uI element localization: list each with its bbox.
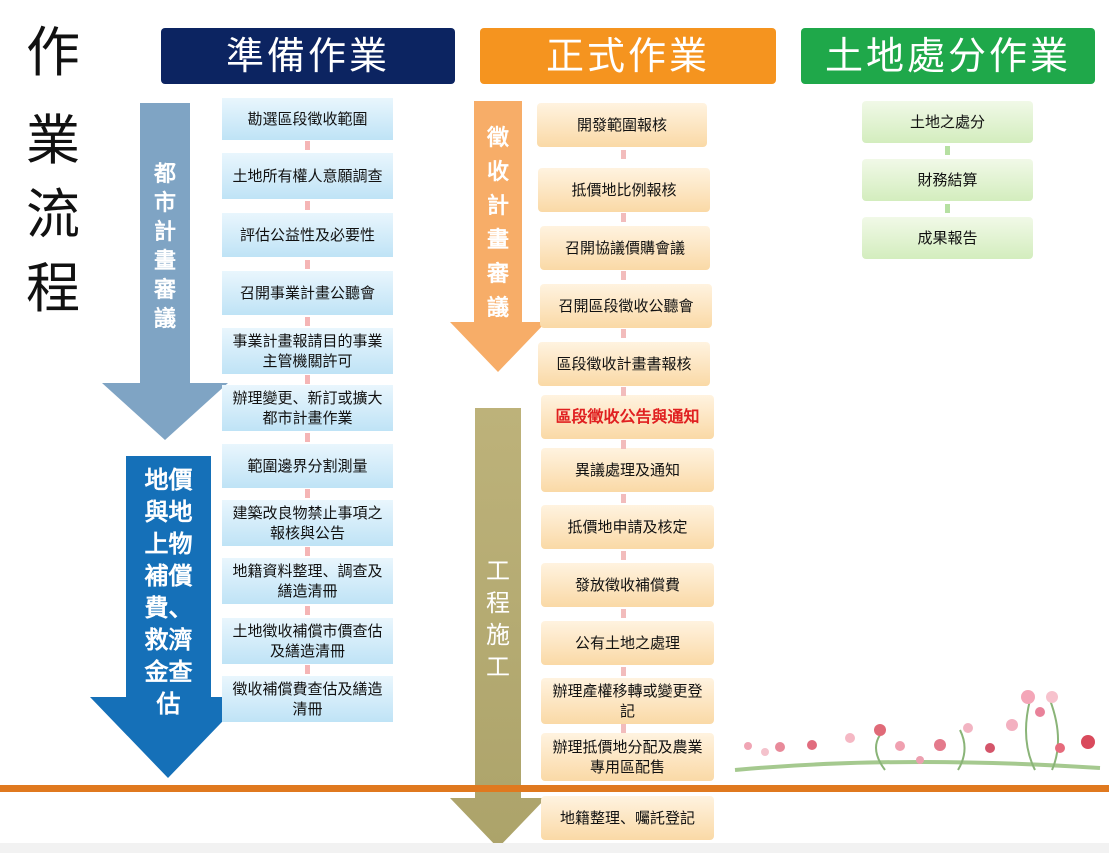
formal-step: 辦理產權移轉或變更登記 — [541, 678, 714, 724]
connector — [621, 213, 626, 222]
urban-plan-arrow — [102, 103, 228, 440]
construction-arrow — [450, 408, 546, 848]
expropriation-arrow — [450, 101, 546, 372]
compensation-arrow — [90, 456, 246, 778]
footer-band — [0, 843, 1109, 853]
connector — [945, 146, 950, 155]
formal-step: 開發範圍報核 — [537, 103, 707, 147]
formal-step: 公有土地之處理 — [541, 621, 714, 665]
formal-step: 辦理抵價地分配及農業專用區配售 — [541, 733, 714, 781]
land-step: 土地之處分 — [862, 101, 1033, 143]
divider-line — [0, 785, 1109, 792]
prep-step: 建築改良物禁止事項之報核與公告 — [222, 500, 393, 546]
page-title-char: 程 — [26, 257, 80, 320]
construction-arrow-label: 工程 施工 — [486, 557, 510, 681]
connector — [621, 150, 626, 159]
page-title-char: 作 — [26, 21, 80, 84]
land-step: 成果報告 — [862, 217, 1033, 259]
formal-step: 抵價地申請及核定 — [541, 505, 714, 549]
formal-step: 召開協議價購會議 — [540, 226, 710, 270]
formal-step: 區段徵收計畫書報核 — [538, 342, 710, 386]
formal-step-highlight: 區段徵收公告與通知 — [541, 395, 714, 439]
flowers-decoration — [734, 690, 1101, 772]
prep-step: 範圍邊界分割測量 — [222, 444, 393, 488]
connector — [305, 547, 310, 556]
page-title-char: 業 — [26, 109, 80, 172]
formal-step: 地籍整理、囑託登記 — [541, 796, 714, 840]
formal-step: 抵價地比例報核 — [538, 168, 710, 212]
connector — [621, 271, 626, 280]
expropriation-arrow-label: 徵收計 畫審議 — [486, 126, 509, 321]
prep-step: 地籍資料整理、調查及繕造清冊 — [222, 558, 393, 604]
land-header: 土地處分作業 — [801, 28, 1095, 84]
connector — [305, 375, 310, 384]
connector — [621, 667, 626, 676]
connector — [621, 551, 626, 560]
prep-step: 勘選區段徵收範圍 — [222, 98, 393, 140]
urban-plan-arrow-label: 都市計 畫審議 — [153, 162, 176, 332]
prep-step: 事業計畫報請目的事業主管機關許可 — [222, 328, 393, 374]
connector — [945, 204, 950, 213]
formal-step: 發放徵收補償費 — [541, 563, 714, 607]
connector — [621, 387, 626, 396]
formal-header: 正式作業 — [480, 28, 776, 84]
prep-header: 準備作業 — [161, 28, 455, 84]
prep-step: 辦理變更、新訂或擴大都市計畫作業 — [222, 385, 393, 431]
compensation-arrow-label: 地價與地上物 補償費、救濟 金查估 — [144, 466, 193, 718]
connector — [305, 665, 310, 674]
connector — [305, 141, 310, 150]
land-step: 財務結算 — [862, 159, 1033, 201]
connector — [305, 433, 310, 442]
prep-step: 土地所有權人意願調查 — [222, 153, 393, 199]
formal-step: 異議處理及通知 — [541, 448, 714, 492]
prep-step: 徵收補償費查估及繕造清冊 — [222, 676, 393, 722]
prep-step: 土地徵收補償市價查估及繕造清冊 — [222, 618, 393, 664]
connector — [621, 440, 626, 449]
connector — [305, 317, 310, 326]
connector — [621, 609, 626, 618]
page-title-char: 流 — [26, 183, 80, 246]
connector — [305, 489, 310, 498]
prep-step: 評估公益性及必要性 — [222, 213, 393, 257]
prep-step: 召開事業計畫公聽會 — [222, 271, 393, 315]
connector — [305, 260, 310, 269]
connector — [305, 606, 310, 615]
connector — [305, 201, 310, 210]
connector — [621, 724, 626, 733]
connector — [621, 494, 626, 503]
connector — [621, 329, 626, 338]
formal-step: 召開區段徵收公聽會 — [540, 284, 712, 328]
